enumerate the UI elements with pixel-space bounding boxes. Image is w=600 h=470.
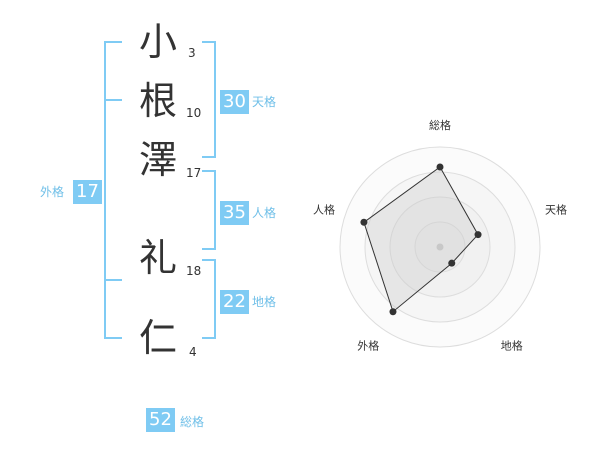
chikaku-label: 地格 <box>252 295 277 309</box>
stroke-count-1: 3 <box>188 46 196 60</box>
gaikaku-label: 外格 <box>40 185 65 199</box>
name-char-1: 小 <box>138 20 177 64</box>
chikaku-value: 22 <box>220 290 249 314</box>
radar-points <box>360 163 482 316</box>
name-char-4: 礼 <box>138 236 177 280</box>
radar-point-0 <box>436 163 444 171</box>
radar-axis-label-4: 人格 <box>313 202 335 216</box>
stroke-count-2: 10 <box>186 106 202 120</box>
radar-data-polygon <box>363 166 479 313</box>
name-char-5: 仁 <box>138 316 177 360</box>
chikaku-bracket <box>202 259 216 339</box>
tenkaku-bracket <box>202 41 216 158</box>
radar-axis-label-0: 総格 <box>429 118 451 132</box>
name-char-2: 根 <box>138 79 177 123</box>
jinkaku-value: 35 <box>220 201 249 225</box>
stroke-count-4: 18 <box>186 264 202 278</box>
radar-axis-label-1: 天格 <box>545 202 567 216</box>
radar-point-4 <box>360 218 368 226</box>
tenkaku-value: 30 <box>220 90 249 114</box>
gaikaku-value: 17 <box>73 180 102 204</box>
radar-axis-label-3: 外格 <box>357 339 379 353</box>
radar-point-2 <box>448 259 456 267</box>
soukaku-label: 総格 <box>180 415 205 429</box>
radar-axis-label-2: 地格 <box>501 339 523 353</box>
radar-point-3 <box>389 308 397 316</box>
name-char-3: 澤 <box>138 138 177 182</box>
radar-center-dot <box>436 243 444 251</box>
stroke-count-5: 4 <box>189 345 197 359</box>
jinkaku-label: 人格 <box>252 206 277 220</box>
soukaku-value: 52 <box>146 408 175 432</box>
radar-point-1 <box>474 231 482 239</box>
stroke-count-3: 17 <box>186 166 202 180</box>
jinkaku-bracket <box>202 170 216 250</box>
tenkaku-label: 天格 <box>252 95 277 109</box>
gaikaku-bracket-tick-top <box>104 99 122 101</box>
gaikaku-bracket <box>104 41 122 339</box>
gaikaku-bracket-tick-bottom <box>104 279 122 281</box>
